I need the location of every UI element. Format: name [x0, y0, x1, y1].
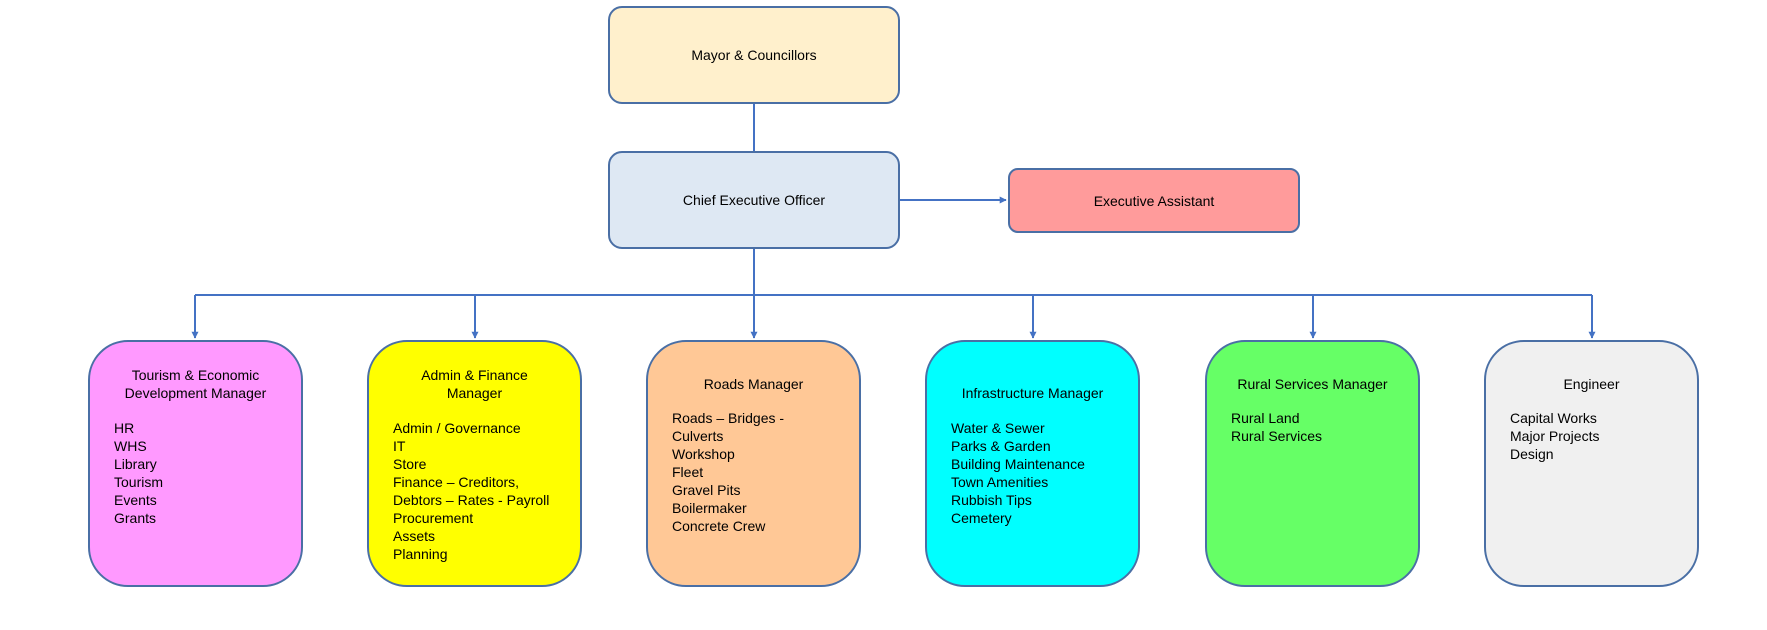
responsibility-item: Building Maintenance: [951, 456, 1085, 472]
responsibility-item: Boilermaker: [672, 500, 747, 516]
responsibility-item: Capital Works: [1510, 410, 1597, 426]
responsibility-item: Gravel Pits: [672, 482, 741, 498]
tourism-economic-development-manager-box: Tourism & Economic Development Manager H…: [88, 340, 303, 587]
mayor-councillors-label: Mayor & Councillors: [691, 47, 817, 63]
engineer-box: Engineer Capital Works Major Projects De…: [1484, 340, 1699, 587]
responsibility-item: IT: [393, 438, 406, 454]
responsibility-item: Tourism: [114, 474, 164, 490]
department-title: Infrastructure Manager: [961, 385, 1104, 401]
responsibilities-list: Water & Sewer Parks & Garden Building Ma…: [951, 419, 1114, 527]
responsibility-item: HR: [114, 420, 135, 436]
department-title: Admin & Finance Manager: [421, 367, 528, 401]
responsibility-item: WHS: [114, 438, 147, 454]
responsibility-item: Planning: [393, 546, 448, 562]
responsibility-item: Grants: [114, 510, 157, 526]
responsibility-item: Assets: [393, 528, 436, 544]
department-title: Roads Manager: [703, 376, 804, 392]
chief-executive-officer-box: Chief Executive Officer: [608, 151, 900, 249]
responsibility-item: Roads – Bridges - Culverts: [672, 410, 785, 444]
responsibility-item: Rural Services: [1231, 428, 1323, 444]
executive-assistant-box: Executive Assistant: [1008, 168, 1300, 233]
responsibilities-list: HR WHS Library Tourism Events Grants: [114, 419, 277, 527]
rural-services-manager-box: Rural Services Manager Rural Land Rural …: [1205, 340, 1420, 587]
responsibility-item: Parks & Garden: [951, 438, 1051, 454]
responsibility-item: Town Amenities: [951, 474, 1049, 490]
responsibility-item: Debtors – Rates - Payroll: [393, 492, 550, 508]
responsibility-item: Rubbish Tips: [951, 492, 1032, 508]
responsibility-item: Procurement: [393, 510, 474, 526]
responsibility-item: Cemetery: [951, 510, 1012, 526]
responsibility-item: Concrete Crew: [672, 518, 766, 534]
responsibility-item: Major Projects: [1510, 428, 1600, 444]
chief-executive-officer-label: Chief Executive Officer: [682, 192, 826, 208]
infrastructure-manager-box: Infrastructure Manager Water & Sewer Par…: [925, 340, 1140, 587]
executive-assistant-label: Executive Assistant: [1093, 192, 1215, 209]
admin-finance-manager-box: Admin & Finance Manager Admin / Governan…: [367, 340, 582, 587]
responsibility-item: Finance – Creditors,: [393, 474, 520, 490]
responsibilities-list: Admin / Governance IT Store Finance – Cr…: [393, 419, 556, 563]
department-title: Engineer: [1563, 376, 1620, 392]
responsibility-item: Water & Sewer: [951, 420, 1045, 436]
responsibility-item: Design: [1510, 446, 1554, 462]
department-title: Tourism & Economic Development Manager: [124, 367, 267, 401]
responsibility-item: Admin / Governance: [393, 420, 521, 436]
mayor-councillors-box: Mayor & Councillors: [608, 6, 900, 104]
responsibility-item: Store: [393, 456, 427, 472]
roads-manager-box: Roads Manager Roads – Bridges - Culverts…: [646, 340, 861, 587]
responsibilities-list: Roads – Bridges - Culverts Workshop Flee…: [672, 409, 835, 535]
responsibility-item: Events: [114, 492, 157, 508]
responsibility-item: Rural Land: [1231, 410, 1300, 426]
responsibility-item: Library: [114, 456, 157, 472]
responsibility-item: Fleet: [672, 464, 704, 480]
responsibilities-list: Capital Works Major Projects Design: [1510, 409, 1673, 463]
department-title: Rural Services Manager: [1237, 376, 1388, 392]
responsibility-item: Workshop: [672, 446, 735, 462]
responsibilities-list: Rural Land Rural Services: [1231, 409, 1394, 445]
